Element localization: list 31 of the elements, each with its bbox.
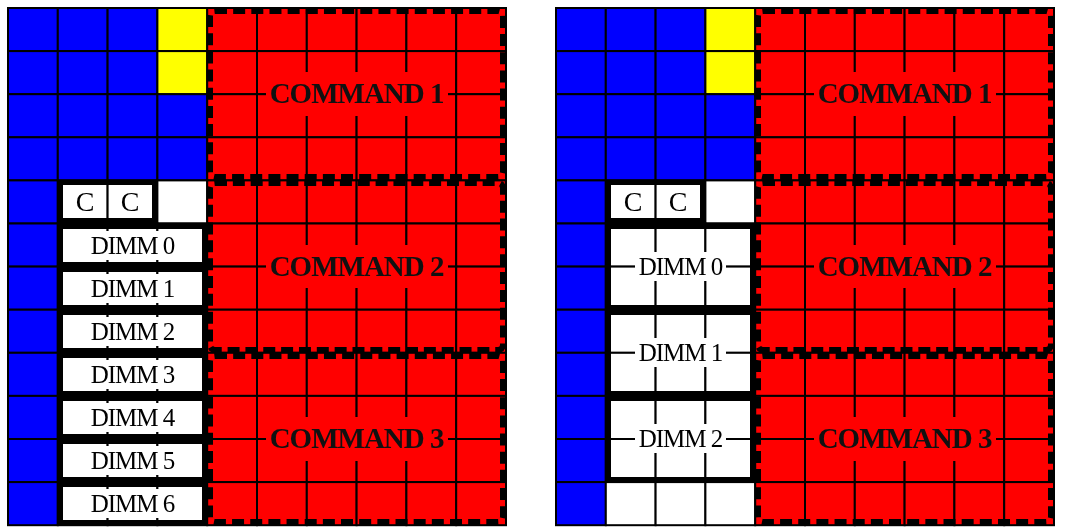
controller-label: C	[623, 187, 643, 216]
dimm-box	[605, 309, 756, 396]
dimm-label: DIMM 0	[634, 252, 727, 282]
command-region	[207, 180, 506, 353]
command-region	[207, 352, 506, 526]
command-label: COMMAND 3	[813, 417, 996, 461]
dimm-box	[57, 266, 208, 310]
controller-label: C	[668, 187, 688, 216]
command-region	[755, 180, 1054, 353]
command-label: COMMAND 2	[265, 244, 448, 289]
dimm-box	[57, 223, 208, 267]
dimm-box	[57, 482, 208, 526]
controller-box	[605, 180, 706, 224]
controller-label: C	[75, 187, 95, 216]
dimm-box	[605, 395, 756, 483]
dimm-label: DIMM 1	[634, 338, 727, 368]
command-label: COMMAND 1	[813, 72, 996, 116]
command-label: COMMAND 2	[813, 244, 996, 289]
dimm-box	[57, 395, 208, 439]
controller-label: C	[120, 187, 140, 216]
dimm-box	[605, 223, 756, 310]
dimm-label: DIMM 2	[634, 424, 727, 454]
command-label: COMMAND 1	[265, 72, 448, 116]
controller-box	[57, 180, 158, 224]
dimm-box	[57, 352, 208, 396]
command-region	[755, 352, 1054, 526]
dimm-box	[57, 309, 208, 353]
command-label: COMMAND 3	[265, 417, 448, 461]
dimm-box	[57, 439, 208, 483]
command-region	[207, 8, 506, 181]
command-region	[755, 8, 1054, 181]
